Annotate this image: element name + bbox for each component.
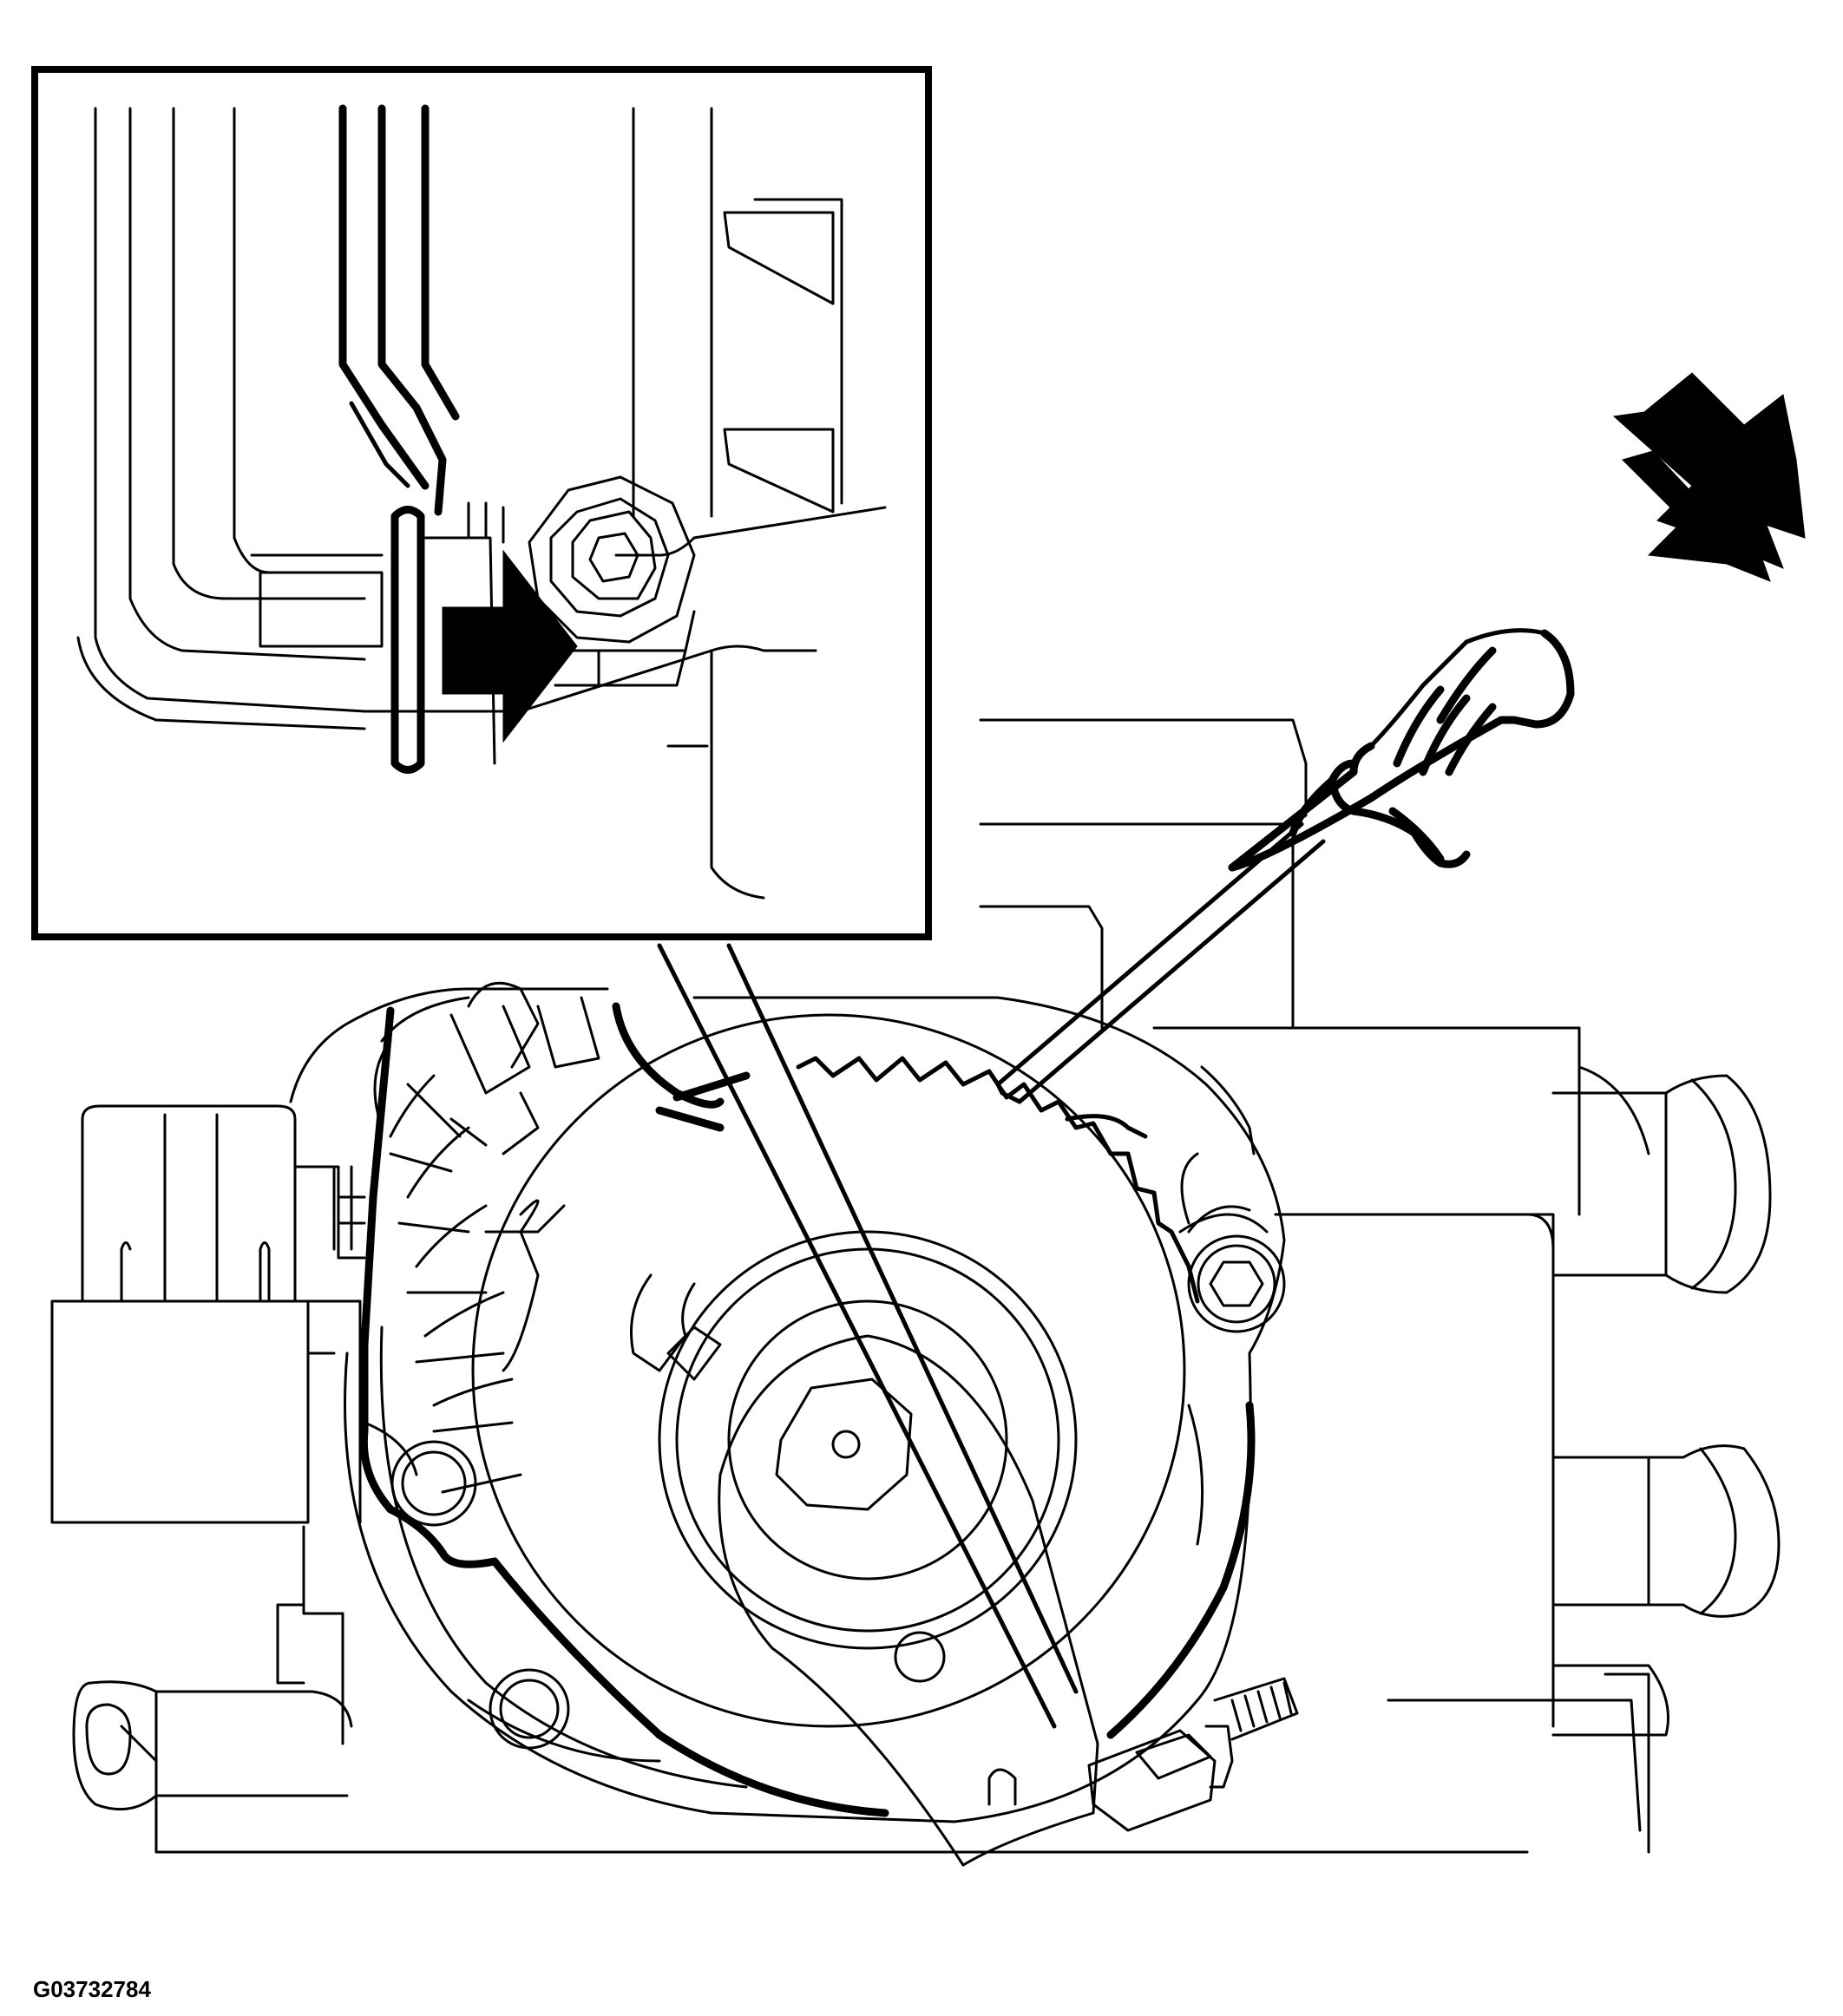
timing-pulley-housing [289, 987, 1286, 1823]
timing-belt [359, 1002, 1256, 1817]
camshaft-sprocket [380, 981, 600, 1494]
inset-housing [76, 107, 887, 900]
left-hose-fitting [72, 1680, 353, 1811]
inset-belt-edge [338, 104, 460, 516]
left-sensor-connector [50, 1104, 366, 1745]
right-coolant-fittings [1551, 1065, 1781, 1737]
idler-bolt-right [1187, 1205, 1286, 1333]
figure-code: G03732784 [33, 1976, 151, 2002]
idler-bolt-left [363, 1421, 570, 1750]
push-direction-arrow [1612, 372, 1806, 582]
callout-leader-lines [657, 943, 1079, 1729]
inset-arrow [442, 549, 578, 743]
inset-bolt [528, 475, 696, 687]
adjusting-stud [1087, 1677, 1299, 1832]
screwdriver-tool [995, 628, 1575, 1104]
inset-ribs [632, 107, 843, 518]
detail-inset [31, 66, 932, 940]
tensioner-pulley [471, 1013, 1186, 1867]
